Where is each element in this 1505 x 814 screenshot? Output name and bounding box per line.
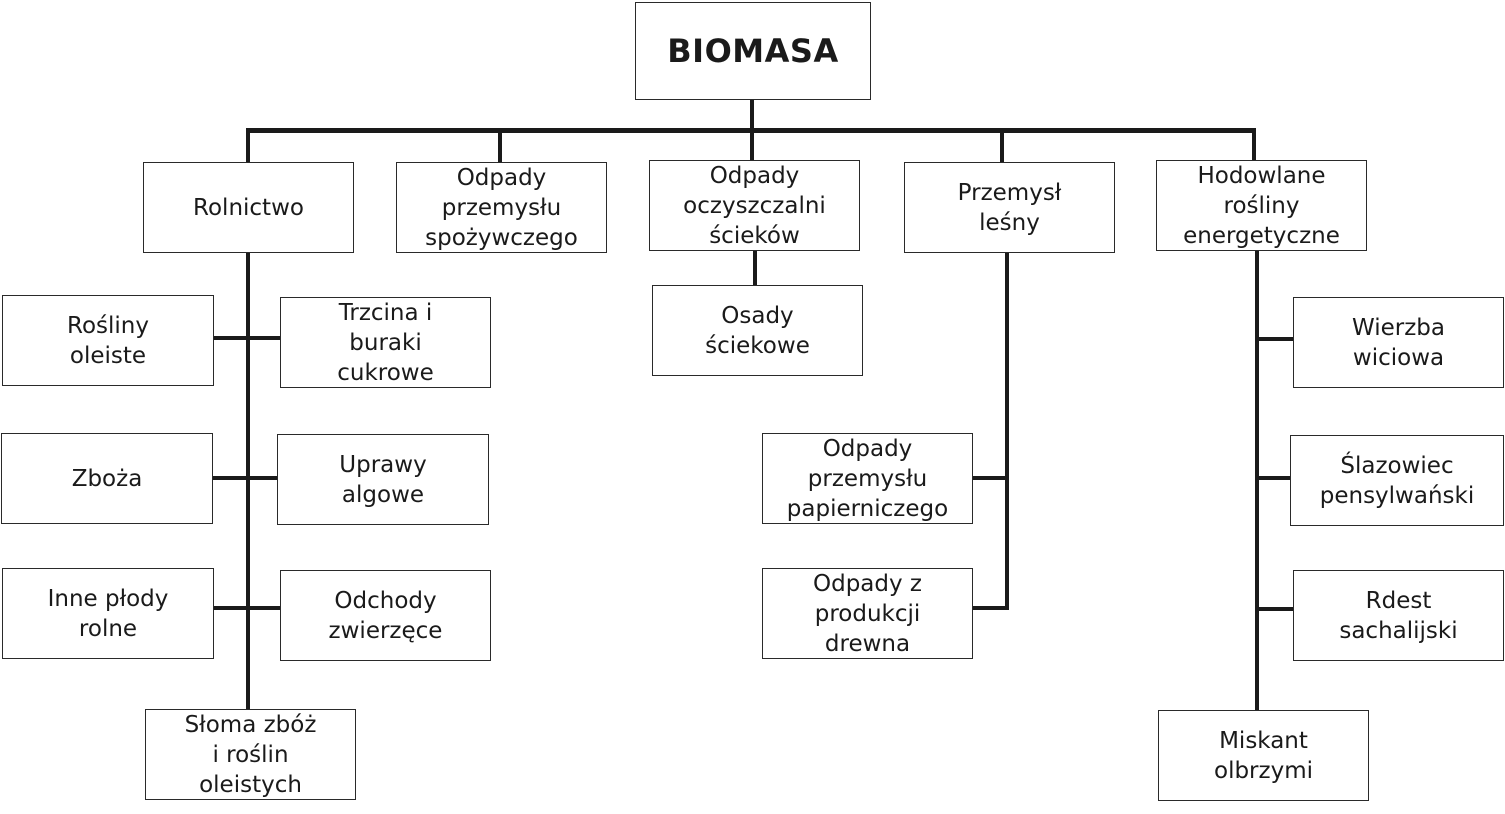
node-trzcina-buraki: Trzcina i buraki cukrowe <box>280 297 491 388</box>
connector-hodowlane-row1 <box>1255 337 1294 341</box>
node-zboza: Zboża <box>1 433 213 524</box>
connector-hodowlane-trunk <box>1255 250 1259 712</box>
node-category-odpady-spozywcze: Odpady przemysłu spożywczego <box>396 162 607 253</box>
connector-drop-spozywczy <box>498 128 502 162</box>
node-rdest: Rdest sachalijski <box>1293 570 1504 661</box>
node-odpady-papiernicze: Odpady przemysłu papierniczego <box>762 433 973 524</box>
node-uprawy-algowe: Uprawy algowe <box>277 434 489 525</box>
connector-rolnictwo-trunk <box>246 252 250 712</box>
node-category-rolnictwo: Rolnictwo <box>143 162 354 253</box>
connector-rolnictwo-row3 <box>213 606 281 610</box>
node-category-odpady-oczyszczalni: Odpady oczyszczalni ścieków <box>649 160 860 251</box>
node-odchody-zwierzece: Odchody zwierzęce <box>280 570 491 661</box>
node-category-hodowlane: Hodowlane rośliny energetyczne <box>1156 160 1367 251</box>
connector-drop-oczyszczalnie <box>750 128 754 162</box>
node-root: BIOMASA <box>635 2 871 100</box>
node-category-przemysl-lesny: Przemysł leśny <box>904 162 1115 253</box>
connector-oczyszczalnie-trunk <box>753 250 757 286</box>
connector-drop-hodowlane <box>1252 128 1256 162</box>
node-miskant: Miskant olbrzymi <box>1158 710 1369 801</box>
connector-lesny-trunk <box>1005 252 1009 610</box>
connector-hodowlane-row3 <box>1255 607 1294 611</box>
node-odpady-drewna: Odpady z produkcji drewna <box>762 568 973 659</box>
connector-rolnictwo-row2 <box>212 476 278 480</box>
connector-drop-rolnictwo <box>246 128 250 162</box>
connector-root-trunk <box>750 99 754 131</box>
connector-lesny-row1 <box>972 476 1007 480</box>
connector-rolnictwo-row1 <box>213 336 281 340</box>
connector-lesny-row2 <box>972 606 1009 610</box>
connector-hodowlane-row2 <box>1255 476 1291 480</box>
node-wierzba-wiciowa: Wierzba wiciowa <box>1293 297 1504 388</box>
node-sloma: Słoma zbóż i roślin oleistych <box>145 709 356 800</box>
node-slazowiec: Ślazowiec pensylwański <box>1290 435 1504 526</box>
node-osady-sciekowe: Osady ściekowe <box>652 285 863 376</box>
node-rosliny-oleiste: Rośliny oleiste <box>2 295 214 386</box>
node-inne-plody: Inne płody rolne <box>2 568 214 659</box>
connector-drop-lesny <box>1000 128 1004 162</box>
